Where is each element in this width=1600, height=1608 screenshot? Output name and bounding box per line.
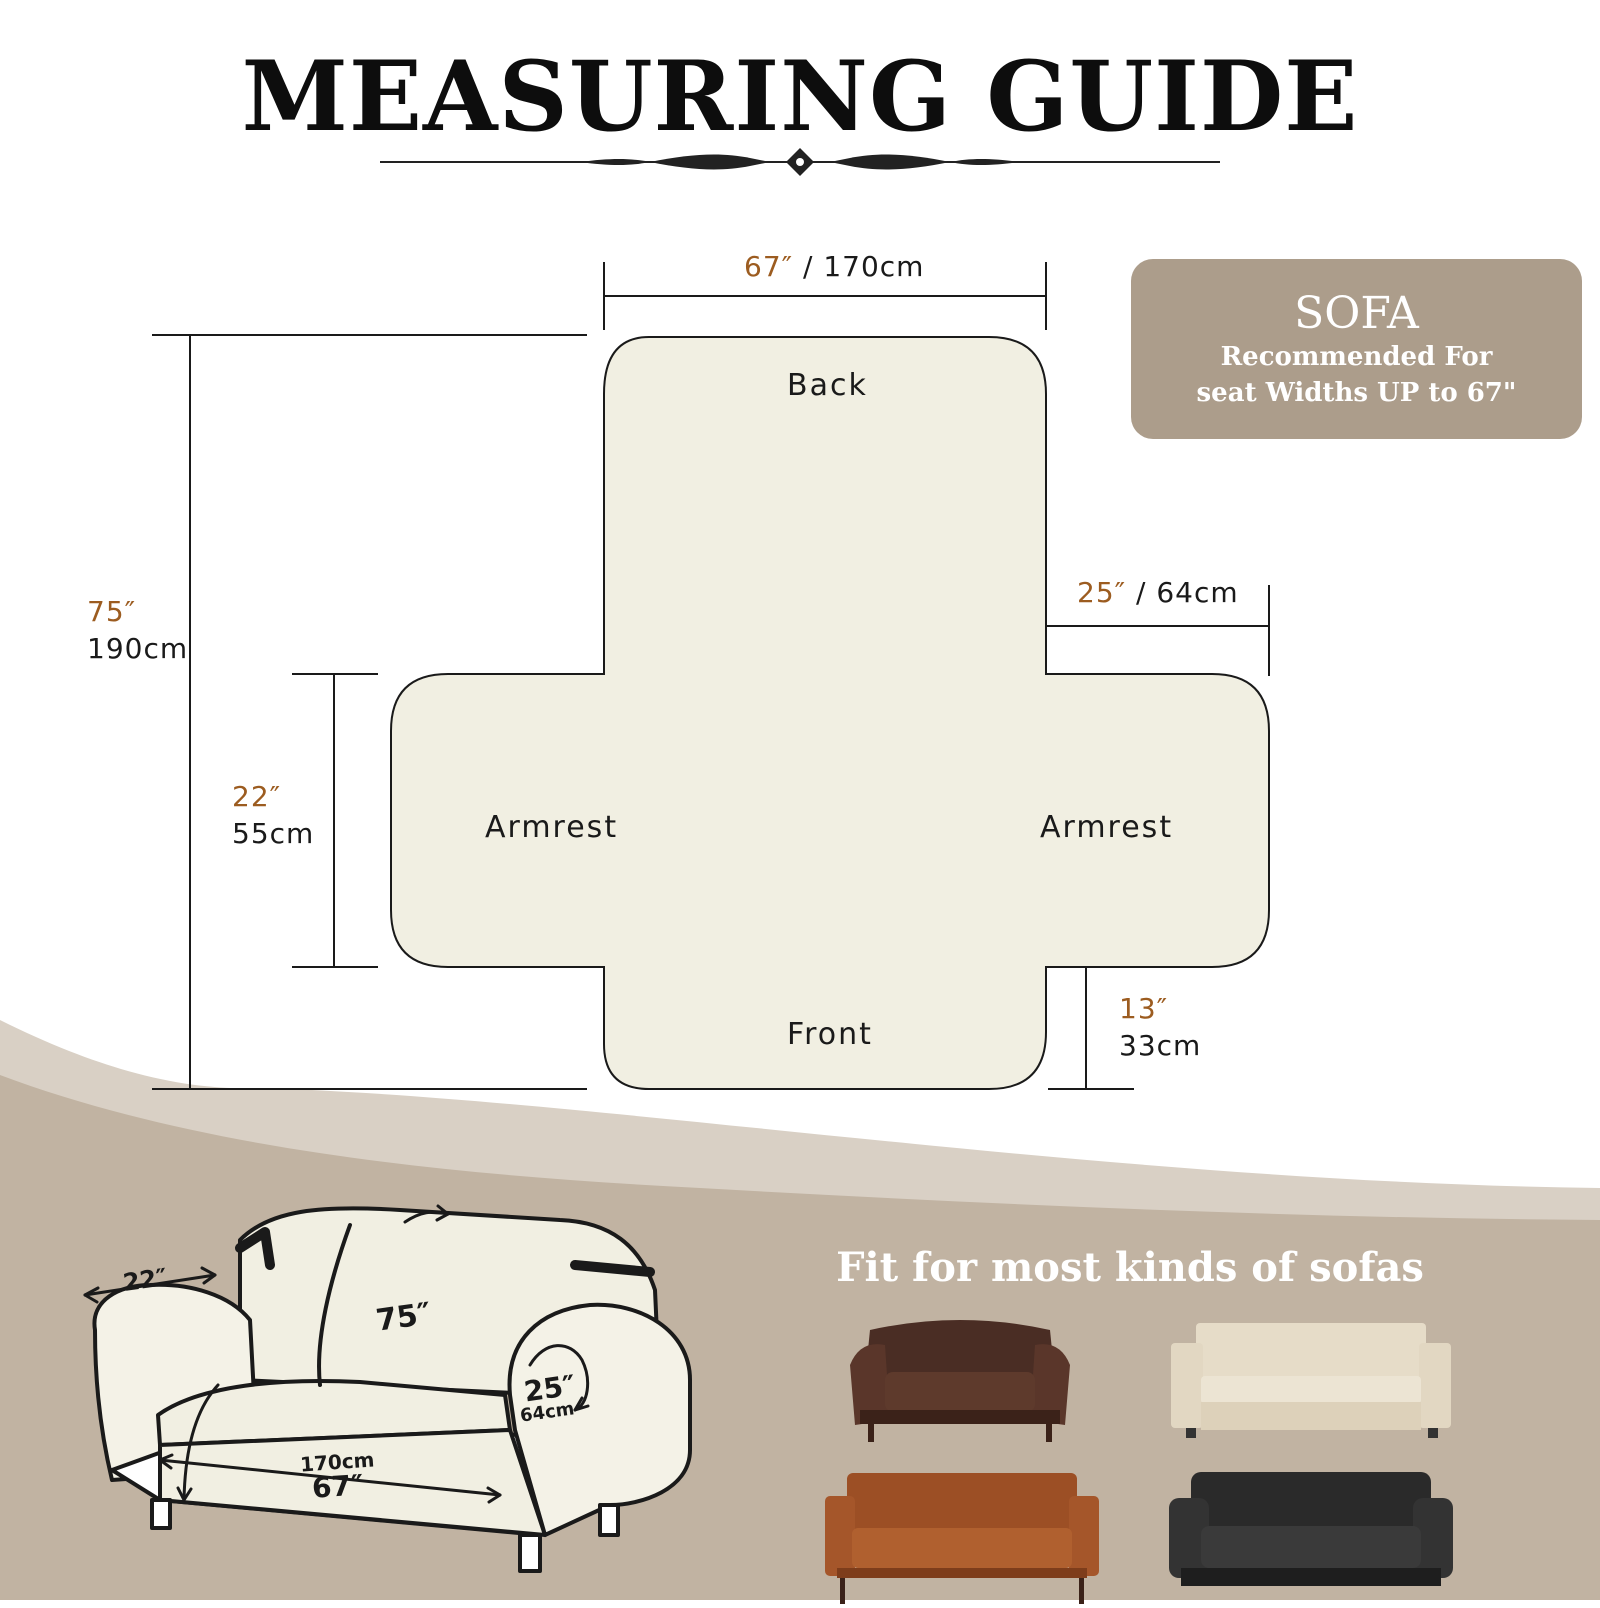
length-cm: 190cm [87,632,189,665]
page-title: MEASURING GUIDE [241,40,1359,153]
badge-line-2: seat Widths UP to 67" [1196,378,1517,408]
armrest-right-label: Armrest [1040,810,1174,845]
armrest-left-label: Armrest [485,810,619,845]
sofa-recommendation-badge: SOFA Recommended For seat Widths UP to 6… [1131,259,1582,439]
arm-width-cm: 64cm [1156,576,1239,609]
width-dimension: 67″ / 170cm [744,250,924,283]
sofa-photo-tan-leather [825,1473,1099,1604]
cover-shape [390,336,1270,1090]
sketch-seat-inch-label: 67″ [310,1468,365,1505]
fit-caption: Fit for most kinds of sofas [836,1244,1424,1291]
tuck-cm: 33cm [1119,1029,1202,1062]
sofa-photo-black-leather [1169,1472,1453,1586]
arm-width-separator: / [1126,576,1157,609]
badge-line-1: Recommended For [1220,342,1493,372]
tuck-dimension: 13″ 33cm [1119,992,1201,1062]
arm-depth-inch: 22″ [232,780,282,813]
badge-heading: SOFA [1294,288,1419,339]
back-label: Back [787,368,868,403]
length-inch: 75″ [87,595,137,628]
front-label: Front [787,1017,873,1052]
arm-width-dimension: 25″ / 64cm [1077,576,1239,609]
arm-depth-cm: 55cm [232,817,315,850]
tuck-inch: 13″ [1119,992,1169,1025]
arm-depth-dimension: 22″ 55cm [232,780,314,850]
width-cm: 170cm [823,250,925,283]
ornament-divider [380,148,1220,176]
arm-width-inch: 25″ [1077,576,1127,609]
length-dimension: 75″ 190cm [87,595,188,665]
width-separator: / [793,250,824,283]
width-inch: 67″ [744,250,794,283]
sofa-photo-brown-leather [850,1320,1070,1442]
sofa-photo-beige-fabric [1171,1323,1451,1438]
